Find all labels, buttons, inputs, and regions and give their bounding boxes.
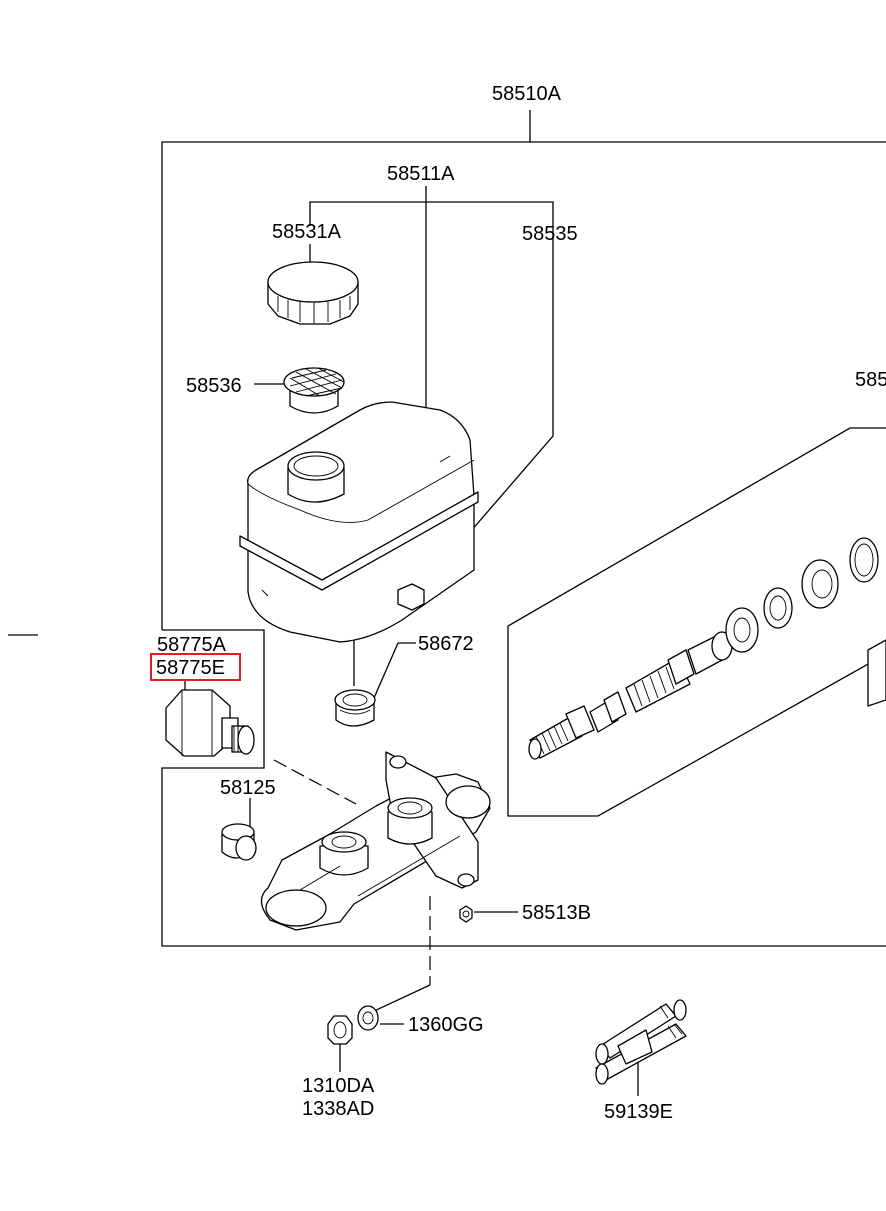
strainer [283,367,345,414]
fitting [165,689,255,757]
label-assembly[interactable]: 58510A [492,83,562,105]
reservoir-cap [267,261,359,325]
washer [357,1005,379,1031]
label-cap[interactable]: 58531A [272,221,342,243]
hose [595,999,687,1085]
label-hose[interactable]: 59139E [604,1101,673,1123]
label-reservoir-part[interactable]: 58535 [522,223,578,245]
piston-kit [528,537,886,760]
piston-kit-outline [507,427,886,817]
highlight-box [150,653,241,681]
label-nut-a[interactable]: 1310DA [302,1075,375,1097]
label-small-nut[interactable]: 58513B [522,902,591,924]
part-labels: 58510A 58511A 58531A 58535 58536 585 586… [156,83,886,1123]
label-fitting-a[interactable]: 58775A [157,634,227,656]
hex-nut [327,1015,353,1045]
label-washer[interactable]: 1360GG [408,1014,484,1036]
assembly-outline [161,110,886,947]
label-reservoir[interactable]: 58511A [387,163,455,185]
master-cylinder-body [260,751,491,931]
label-strainer[interactable]: 58536 [186,375,242,397]
small-nut [459,905,473,923]
label-right-partial[interactable]: 585 [855,369,886,391]
leader-lines [184,186,639,1096]
label-nut-b[interactable]: 1338AD [302,1098,374,1120]
label-fitting-e[interactable]: 58775E [156,657,225,679]
grommet [334,689,376,727]
label-grommet[interactable]: 58672 [418,633,474,655]
label-plug[interactable]: 58125 [220,777,276,799]
plug [221,823,257,861]
reservoir [239,401,479,643]
